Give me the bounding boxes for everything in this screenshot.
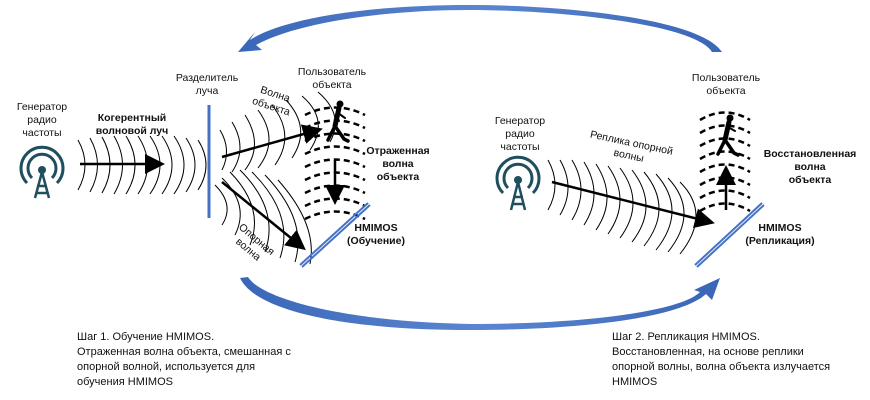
replica-wave-arrow [551,180,715,229]
user-label: Пользователь объекта [294,66,370,92]
walking-person-icon-2 [716,114,740,157]
coherent-beam-label-line: волновой луч [95,125,169,137]
reflected-wave-label: Отраженная волна объекта [362,145,434,184]
restored-wave-label-line: волна [794,161,826,173]
user-label-line: Пользователь [691,72,761,84]
reflected-wave-label-line: объекта [376,171,420,183]
step1-caption: Шаг 1. Обучение HMIMOS. Отраженная волна… [77,330,291,390]
beam-splitter-label: Разделитель луча [172,72,242,98]
hmimos-training-label: HMIMOS (Обучение) [338,222,414,248]
user-label-line: Пользователь [297,66,367,78]
generator-label: Генератор радио частоты [4,101,80,140]
cycle-arrow-bottom [240,277,720,330]
generator-label-line: Генератор [16,101,68,113]
radio-tower-icon-2 [495,155,541,211]
beam-splitter-label-line: Разделитель [175,72,239,84]
cycle-arrow-top [238,5,722,52]
restored-wave-label: Восстановленная волна объекта [760,148,860,187]
hmimos-training-label-line: (Обучение) [347,235,405,247]
reference-wave-arrow [221,181,306,251]
user-label-2: Пользователь объекта [688,72,764,98]
restored-wave-label-line: Восстановленная [763,148,857,160]
reflected-wave-label-line: Отраженная [366,145,430,157]
object-wave-arcs [219,91,336,173]
object-wave-arrow [221,124,323,159]
step1-caption-line: обучения HMIMOS [77,376,173,388]
generator-label-line: Генератор [494,115,546,127]
radio-tower-icon [19,145,65,199]
step2-caption-line: HMIMOS [612,376,658,388]
hmimos-training-label-line: HMIMOS [354,222,398,234]
generator-label-line: радио [27,114,57,126]
step2-caption: Шаг 2. Репликация HMIMOS. Восстановленна… [612,330,830,390]
hmimos-surface-training [299,202,371,268]
restored-wave-label-line: объекта [788,174,832,186]
step1-caption-title: Шаг 1. Обучение HMIMOS. [77,331,215,343]
hmimos-replication-label: HMIMOS (Репликация) [740,222,820,248]
user-label-line: объекта [706,85,746,97]
generator-label-line: частоты [22,127,62,139]
coherent-beam-label: Когерентный волновой луч [92,112,172,138]
generator-label-2: Генератор радио частоты [482,115,558,154]
step1-caption-line: Отраженная волна объекта, смешанная с [77,346,291,358]
step2-caption-line: Восстановленная, на основе реплики [612,346,804,358]
generator-label-line: частоты [500,141,540,153]
step1-caption-line: опорной волной, используется для [77,361,256,373]
generator-label-line: радио [505,128,535,140]
reflected-wave-label-line: волна [382,158,414,170]
step2-caption-line: опорной волны, волна объекта излучается [612,361,831,373]
beam-splitter-label-line: луча [195,85,219,97]
replica-wave-arcs [547,159,697,255]
restored-wave-arcs [699,111,751,213]
walking-person-icon [326,100,350,143]
hmimos-surface-replication [694,202,765,268]
coherent-beam-label-line: Когерентный [97,112,167,124]
step2-caption-title: Шаг 2. Репликация HMIMOS. [612,331,760,343]
hmimos-replication-label-line: HMIMOS [758,222,802,234]
user-label-line: объекта [312,79,352,91]
hmimos-replication-label-line: (Репликация) [745,235,815,247]
